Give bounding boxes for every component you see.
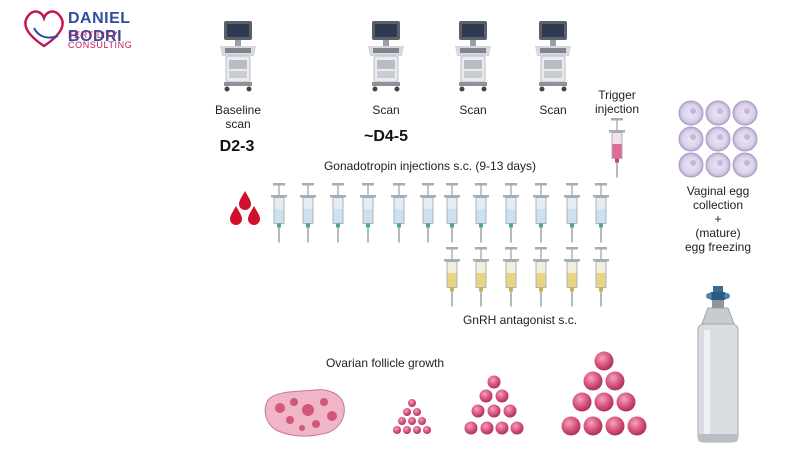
syringe-icon [473, 183, 489, 243]
egg-cells-icon [678, 100, 758, 178]
syringe-icon [391, 183, 407, 243]
follicle-growth-label: Ovarian follicle growth [325, 356, 445, 370]
syringe-icon [420, 183, 436, 243]
syringe-icon [593, 183, 609, 243]
blood-drops-icon [230, 191, 260, 225]
follicle-cluster-icon [561, 351, 647, 436]
day-label-baseline: D2-3 [219, 138, 255, 155]
syringe-icon [593, 247, 609, 307]
follicle-cluster-icon [393, 399, 431, 434]
logo: DANIEL BODRI FERTILITY CONSULTING [20, 6, 180, 50]
scan-label: Scan [459, 103, 487, 117]
ultrasound-machine-icon [451, 20, 495, 92]
syringe-icon [444, 183, 460, 243]
logo-name: DANIEL BODRI [68, 10, 131, 45]
day-label-scan: ~D4-5 [363, 128, 409, 145]
syringe-icon [300, 183, 316, 243]
ultrasound-machine-icon [531, 20, 575, 92]
syringe-icon [271, 183, 287, 243]
heart-logo-icon [24, 10, 64, 48]
syringe-icon [503, 247, 519, 307]
scan-label: Scan [539, 103, 567, 117]
scan-label: Scan [372, 103, 400, 117]
syringe-icon [503, 183, 519, 243]
antagonist-label: GnRH antagonist s.c. [462, 313, 578, 327]
trigger-label: Trigger injection [594, 88, 640, 116]
syringe-icon [533, 247, 549, 307]
ovary-icon [264, 389, 345, 437]
cryo-tank-icon [697, 286, 739, 443]
syringe-icon [330, 183, 346, 243]
baseline-scan-label: Baseline scan [214, 103, 262, 131]
logo-tagline: FERTILITY CONSULTING [68, 30, 133, 50]
gonadotropin-label: Gonadotropin injections s.c. (9-13 days) [323, 159, 537, 173]
syringe-icon [609, 118, 625, 178]
syringe-icon [360, 183, 376, 243]
ultrasound-machine-icon [364, 20, 408, 92]
follicle-cluster-icon [464, 375, 524, 435]
ultrasound-machine-icon [216, 20, 260, 92]
syringe-icon [564, 247, 580, 307]
syringe-icon [473, 247, 489, 307]
egg-collection-label: Vaginal egg collection + (mature) egg fr… [684, 184, 752, 254]
syringe-icon [564, 183, 580, 243]
syringe-icon [444, 247, 460, 307]
syringe-icon [533, 183, 549, 243]
